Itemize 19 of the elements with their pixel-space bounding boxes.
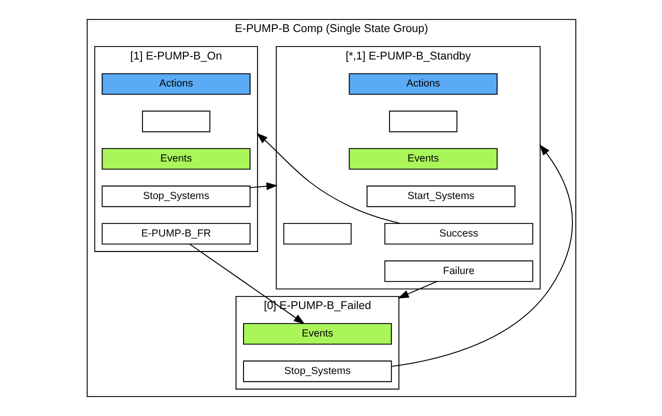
node-box: E-PUMP-B_FR <box>101 222 250 244</box>
node-box: Events <box>101 148 250 170</box>
node-box: Failure <box>384 260 533 282</box>
node-box: Stop_Systems <box>242 360 392 382</box>
arrow <box>397 281 437 298</box>
arrow <box>256 132 400 224</box>
node-box: Events <box>242 323 392 345</box>
arrow <box>249 182 278 190</box>
node-box: Stop_Systems <box>101 186 250 208</box>
node-box: Success <box>384 222 533 244</box>
arrow <box>188 244 304 324</box>
node-box: Actions <box>101 73 250 95</box>
node-box: Events <box>348 148 498 170</box>
node-box <box>141 110 210 132</box>
arrow <box>390 144 572 367</box>
node-box: Actions <box>348 73 498 95</box>
node-box <box>282 222 352 244</box>
node-box: Start_Systems <box>366 186 515 208</box>
node-box <box>388 110 457 132</box>
